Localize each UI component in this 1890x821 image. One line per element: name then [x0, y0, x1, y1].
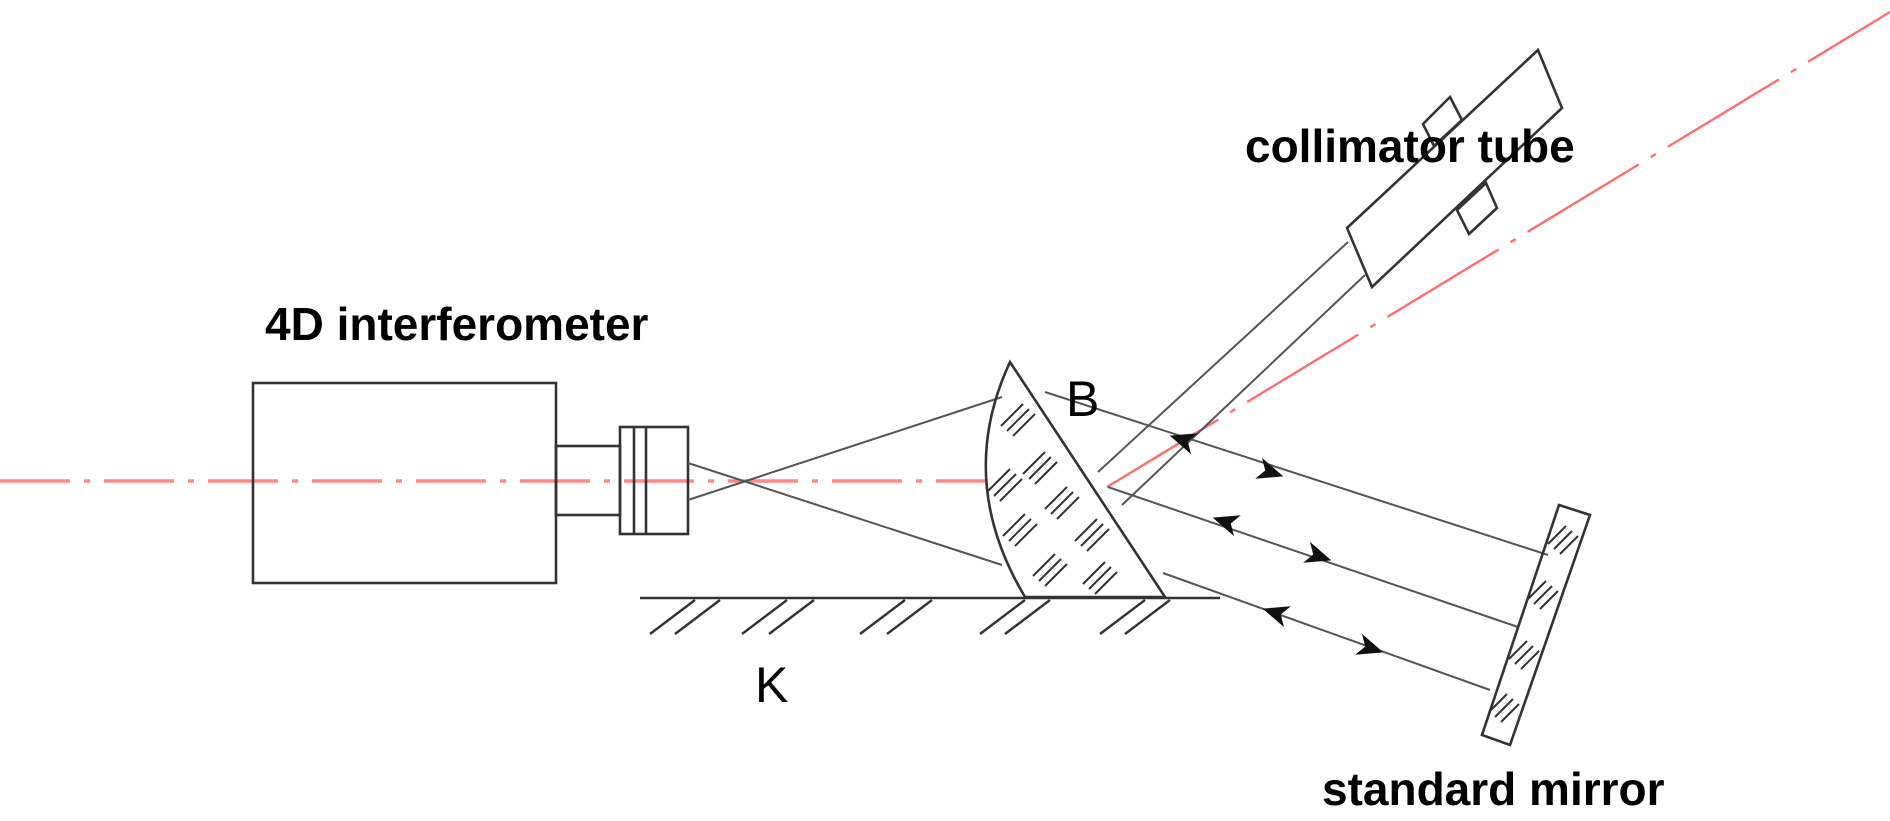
label-collimator: collimator tube — [1245, 120, 1575, 172]
collimator-tab-bottom — [1455, 180, 1499, 237]
label-prism: B — [1066, 371, 1099, 427]
hatch-mark — [859, 599, 906, 635]
arrow-icon — [1303, 541, 1332, 563]
optical-axis-collimator — [1106, 10, 1890, 489]
glass-hatch — [1044, 563, 1068, 587]
glass-hatch — [1008, 518, 1032, 542]
glass-hatch — [1520, 650, 1540, 670]
glass-hatch — [1012, 413, 1036, 437]
glass-hatch — [1002, 513, 1026, 537]
glass-hatch — [1074, 518, 1098, 542]
glass-hatch — [1559, 535, 1579, 555]
arrow-icon — [1255, 457, 1284, 479]
glass-hatch — [1539, 590, 1559, 610]
diverging-beam — [687, 396, 1003, 566]
glass-hatch — [1514, 645, 1534, 665]
glass-hatch — [1032, 553, 1056, 577]
glass-hatch — [1547, 525, 1567, 545]
label-interferometer: 4D interferometer — [265, 298, 649, 350]
glass-hatch — [987, 468, 1011, 492]
prism-outline — [984, 359, 1168, 599]
glass-hatch — [1038, 558, 1062, 582]
glass-hatch — [1086, 528, 1110, 552]
prism — [984, 359, 1168, 599]
glass-hatch — [1034, 461, 1058, 485]
arrow-icon — [1262, 606, 1291, 628]
glass-hatch — [1006, 408, 1030, 432]
collimator-body — [1345, 47, 1564, 290]
glass-hatch — [1494, 698, 1514, 718]
ray — [687, 462, 1003, 566]
glass-hatch — [1488, 693, 1508, 713]
glass-hatch — [1533, 585, 1553, 605]
arrow-icon — [1212, 515, 1241, 537]
collimator-tube — [1345, 47, 1564, 290]
glass-hatch — [1022, 451, 1046, 475]
glass-hatch — [1080, 523, 1104, 547]
glass-hatch — [1028, 456, 1052, 480]
standard-mirror — [1480, 503, 1592, 747]
label-base: K — [755, 657, 788, 713]
glass-hatch — [1044, 486, 1068, 510]
ray — [1121, 274, 1366, 506]
base-plane — [640, 596, 1220, 635]
collimator-tab-top — [1421, 94, 1464, 149]
hatch-mark — [886, 599, 933, 635]
glass-hatch — [1094, 571, 1118, 595]
hatch-mark — [1004, 599, 1051, 635]
glass-hatch — [1050, 491, 1074, 515]
glass-hatch — [1527, 580, 1547, 600]
ray — [1162, 572, 1491, 691]
ray — [1097, 241, 1349, 473]
glass-hatch — [1000, 403, 1024, 427]
glass-hatch — [999, 478, 1023, 502]
glass-hatch — [993, 473, 1017, 497]
glass-hatch — [1553, 530, 1573, 550]
collimator-beams — [1097, 241, 1366, 506]
arrows — [1169, 433, 1384, 655]
hatch-mark — [741, 599, 788, 635]
glass-hatch — [1014, 523, 1038, 547]
glass-hatch — [1082, 561, 1106, 585]
hatch-mark — [1124, 599, 1171, 635]
glass-hatch — [1508, 640, 1528, 660]
glass-hatch — [1088, 566, 1112, 590]
glass-hatch — [1056, 496, 1080, 520]
hatch-mark — [979, 599, 1026, 635]
glass-hatch — [1500, 703, 1520, 723]
mirror-body — [1480, 503, 1592, 747]
arrow-icon — [1169, 433, 1198, 455]
label-mirror: standard mirror — [1322, 763, 1665, 815]
hatch-mark — [649, 599, 696, 635]
interferometer — [251, 381, 690, 585]
interferometer-body — [251, 381, 558, 585]
hatch-mark — [1099, 599, 1146, 635]
hatch-mark — [674, 599, 721, 635]
ray — [687, 396, 1003, 501]
arrow-icon — [1355, 633, 1384, 655]
ray — [1044, 391, 1549, 556]
hatch-mark — [768, 599, 815, 635]
interferometer-lens — [618, 425, 690, 536]
collimated-beams — [1044, 391, 1549, 691]
